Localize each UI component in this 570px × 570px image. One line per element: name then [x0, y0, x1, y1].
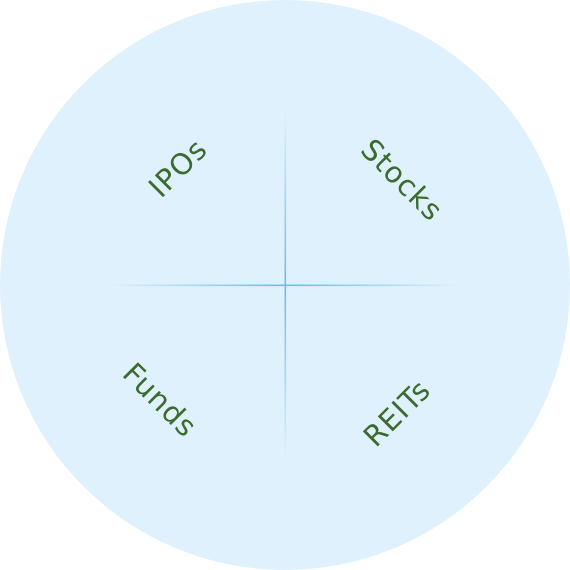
horizontal-divider — [110, 284, 460, 287]
